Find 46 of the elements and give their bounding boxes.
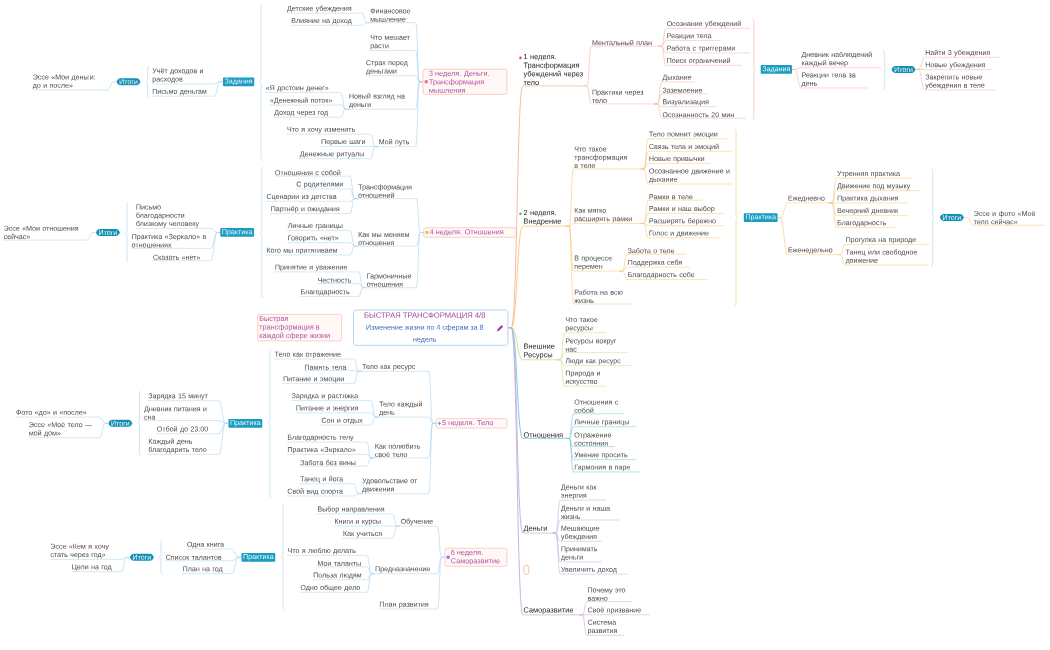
branch-line: [370, 146, 379, 159]
branch-line: [915, 69, 925, 91]
branch-line: [353, 371, 362, 384]
branch-line: [640, 168, 649, 185]
branch-line: [565, 225, 574, 305]
branch-line: [99, 423, 109, 439]
branch-line: [963, 217, 974, 226]
branch-line: [358, 287, 367, 297]
branch-line: [86, 232, 97, 241]
branch-line: [361, 22, 370, 26]
branch-line: [340, 108, 349, 118]
branch-line: [640, 223, 649, 239]
branch-line: [437, 525, 445, 558]
branch-line: [777, 217, 788, 255]
branch-line: [579, 614, 588, 636]
branch-line: [120, 557, 131, 572]
branch-line: [507, 327, 524, 616]
branch-line: [415, 22, 423, 83]
branch-line: [415, 81, 423, 147]
branch-line: [349, 198, 358, 214]
branch-line: [828, 202, 837, 228]
branch-line: [658, 45, 667, 66]
branch-line: [214, 81, 224, 97]
branch-line: [370, 416, 379, 426]
branch-line: [415, 232, 424, 288]
branch-line: [392, 525, 401, 539]
branch-line: [791, 69, 802, 89]
branch-line: [556, 359, 566, 387]
branch-line: [653, 103, 663, 119]
branch-line: [107, 81, 117, 91]
branch-line: [349, 242, 358, 247]
branch-line: [658, 40, 667, 47]
branch-line: [366, 573, 375, 593]
branch-line: [428, 423, 437, 495]
branch-line: [619, 266, 628, 272]
branch-line: [349, 245, 358, 256]
branch-line: [437, 557, 445, 610]
branch-line: [619, 270, 628, 280]
branch-line: [353, 493, 362, 497]
branch-line: [366, 457, 375, 467]
branch-line: [583, 85, 592, 105]
branch-line: [231, 557, 242, 574]
branch-line: [210, 232, 221, 261]
branch-line: [218, 423, 229, 455]
branch-line: [552, 532, 561, 575]
branch-line: [837, 254, 846, 266]
